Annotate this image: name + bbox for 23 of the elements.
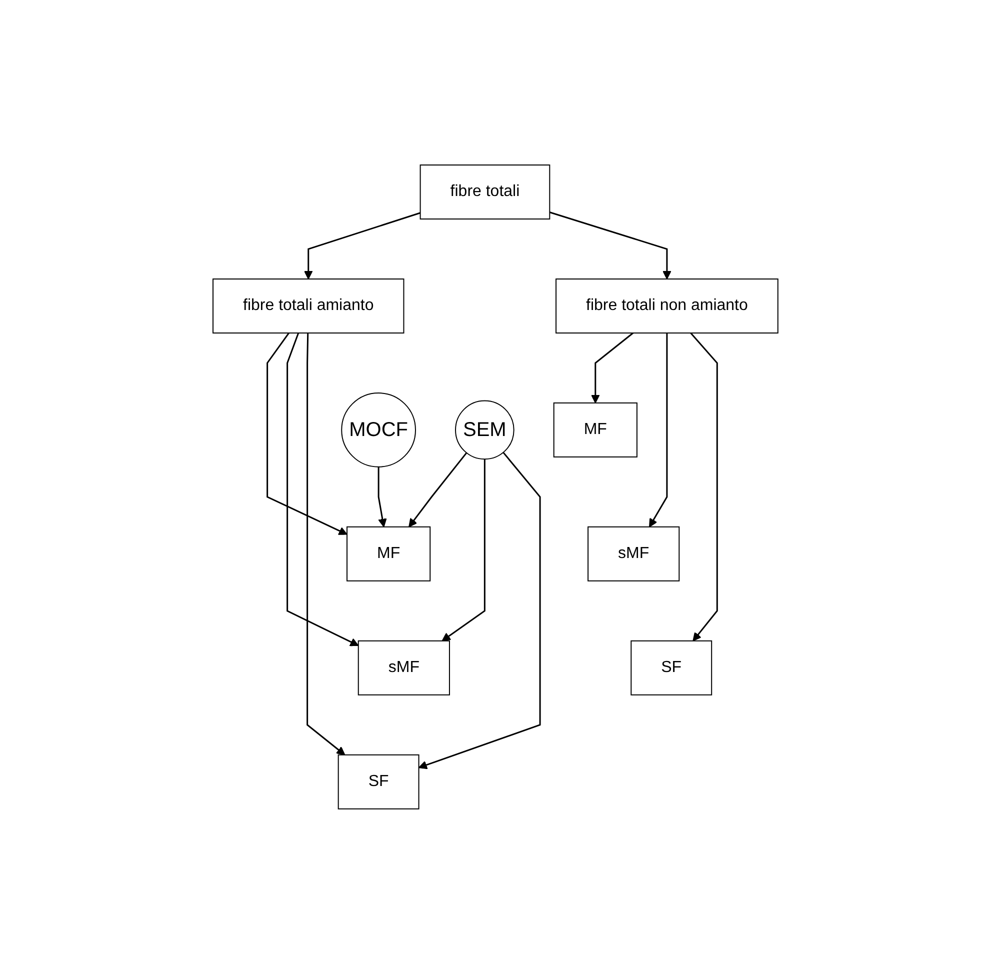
node-box: fibre totali amianto bbox=[212, 278, 404, 334]
node-box: MF bbox=[552, 402, 637, 458]
arrow bbox=[648, 333, 668, 528]
arrow bbox=[304, 212, 420, 280]
arrow bbox=[690, 332, 718, 642]
node-circle: MOCF bbox=[340, 392, 416, 468]
node-box: MF bbox=[346, 526, 430, 582]
arrow bbox=[441, 459, 485, 642]
node-box: SF bbox=[630, 640, 712, 696]
arrow bbox=[590, 332, 634, 404]
arrow bbox=[266, 332, 347, 536]
node-circle: SEM bbox=[454, 400, 514, 460]
node-box: fibre totali bbox=[419, 164, 550, 220]
arrow bbox=[286, 332, 358, 646]
arrow bbox=[408, 452, 467, 528]
arrow bbox=[418, 452, 540, 770]
arrow bbox=[377, 466, 386, 528]
node-box: sMF bbox=[587, 526, 680, 582]
node-box: SF bbox=[337, 754, 419, 810]
arrow bbox=[548, 212, 671, 280]
node-box: fibre totali non amianto bbox=[555, 278, 778, 334]
node-box: sMF bbox=[357, 640, 450, 696]
arrow bbox=[306, 333, 345, 756]
